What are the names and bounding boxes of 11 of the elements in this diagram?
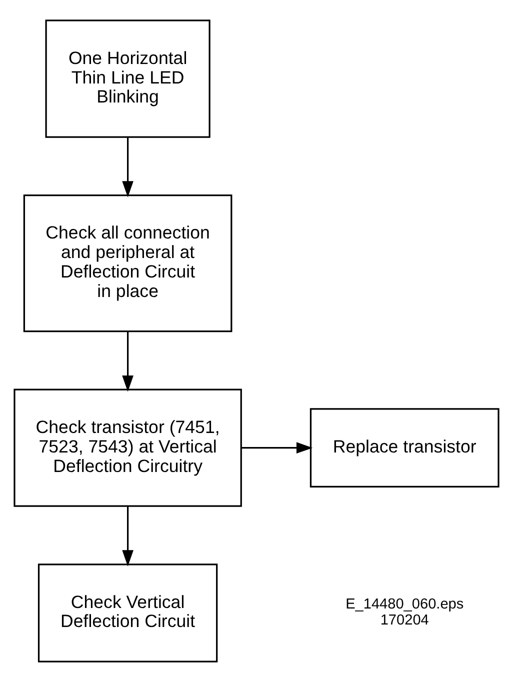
node-box: Check all connection and peripheral at Deflection Circuit in place <box>23 194 232 332</box>
arrow <box>122 137 134 198</box>
arrow <box>241 442 313 454</box>
node-box: Check Vertical Deflection Circuit <box>38 564 218 662</box>
node-box: Replace transistor <box>310 408 500 488</box>
node-box: One Horizontal Thin Line LED Blinking <box>45 20 210 138</box>
arrow <box>122 331 134 392</box>
label: 170204 <box>380 612 429 629</box>
node-box: Check transistor (7451, 7523, 7543) at Vertical Deflection Circuitry <box>14 388 242 507</box>
label: E_14480_060.eps <box>346 596 464 612</box>
arrow <box>122 506 134 566</box>
